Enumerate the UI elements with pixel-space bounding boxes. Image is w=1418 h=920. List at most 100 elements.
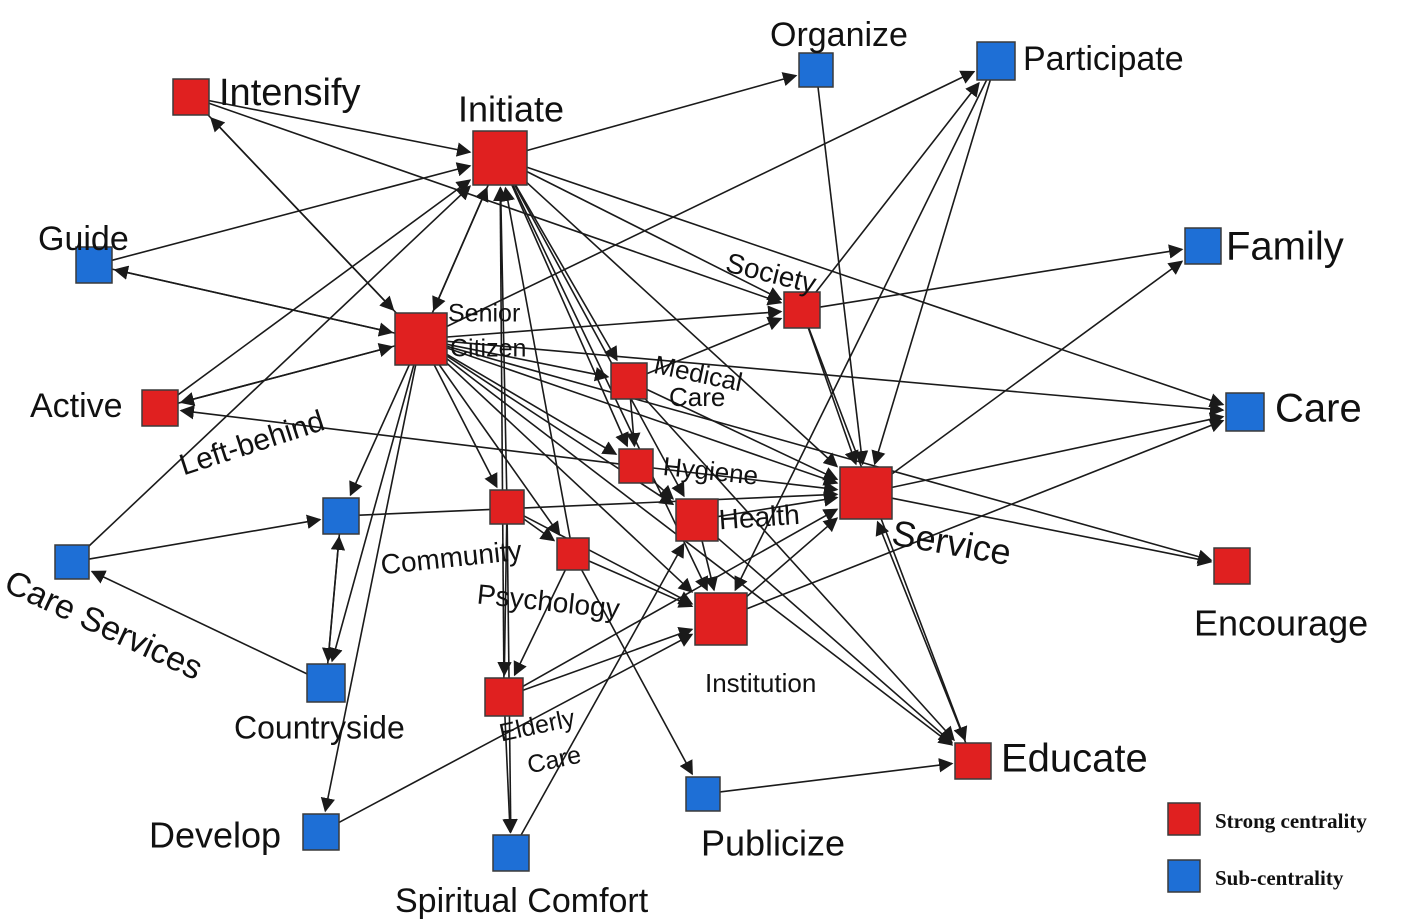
edge-initiate-to-organize	[526, 72, 798, 152]
edge-psychology-to-institution	[588, 560, 694, 608]
edge-hygiene-to-service	[652, 467, 839, 496]
edge-active-to-initiate	[177, 179, 472, 396]
node-intensify[interactable]	[172, 78, 210, 116]
node-organize[interactable]	[798, 52, 834, 88]
edge-hygiene-to-health	[652, 480, 675, 500]
node-active[interactable]	[141, 389, 179, 427]
edge-health-to-institution	[701, 540, 718, 592]
edge-initiate-to-care	[526, 166, 1225, 408]
node-develop[interactable]	[302, 813, 340, 851]
edge-elderlycare-to-service	[522, 508, 839, 687]
node-label-elderlycare-1: Care	[525, 741, 584, 780]
edge-institution-to-service	[746, 517, 839, 598]
edge-senior-to-medical	[446, 343, 610, 382]
edge-initiate-to-service	[526, 182, 839, 468]
node-medical[interactable]	[610, 362, 648, 400]
edge-senior-to-educate	[446, 358, 954, 746]
node-label-participate: Participate	[1023, 40, 1184, 78]
node-label-spiritual: Spiritual Comfort	[395, 882, 649, 920]
node-label-careservices: Care Services	[0, 563, 208, 688]
edge-initiate-to-hygiene	[511, 184, 629, 448]
edge-careservices-to-initiate	[88, 185, 472, 547]
node-hygiene[interactable]	[618, 448, 654, 484]
node-label-organize: Organize	[770, 16, 908, 54]
node-participate[interactable]	[976, 41, 1016, 81]
edge-careservices-to-leftbehind	[88, 514, 322, 560]
node-society[interactable]	[783, 291, 821, 329]
edge-medical-to-society	[646, 316, 783, 375]
edge-spiritual-to-health	[520, 542, 685, 836]
node-label-countryside: Countryside	[234, 709, 405, 745]
edge-service-to-encourage	[891, 497, 1213, 567]
edge-initiate-to-institution	[512, 184, 708, 592]
edge-senior-to-hygiene	[446, 353, 618, 455]
node-label-develop: Develop	[149, 815, 281, 856]
node-label-service: Service	[889, 512, 1014, 573]
edge-senior-to-society	[446, 305, 783, 338]
edge-hygiene-to-active	[179, 405, 620, 465]
edge-health-to-educate	[717, 537, 954, 744]
edge-community-to-initiate	[493, 186, 509, 491]
edge-service-to-care	[891, 412, 1225, 489]
node-label-hygiene: Hygiene	[662, 451, 760, 491]
node-encourage[interactable]	[1213, 547, 1251, 585]
node-label-initiate: Initiate	[458, 89, 564, 130]
node-guide[interactable]	[75, 246, 113, 284]
node-layer	[54, 41, 1265, 872]
edge-institution-to-care	[746, 418, 1225, 610]
legend-sub-label: Sub-centrality	[1215, 866, 1344, 890]
edge-society-to-family	[819, 244, 1184, 308]
node-initiate[interactable]	[472, 130, 528, 186]
edge-initiate-to-health	[513, 184, 685, 498]
legend-strong-label: Strong centrality	[1215, 809, 1367, 833]
node-spiritual[interactable]	[492, 834, 530, 872]
edge-service-to-family	[891, 260, 1184, 475]
edge-senior-to-community	[433, 364, 498, 489]
node-label-medical-1: Care	[669, 382, 725, 412]
legend-sub-swatch	[1167, 859, 1201, 893]
edge-educate-to-service	[875, 520, 967, 744]
edge-publicize-to-educate	[719, 758, 954, 793]
node-label-encourage: Encourage	[1194, 603, 1368, 644]
node-care[interactable]	[1225, 392, 1265, 432]
edge-psychology-to-elderlycare	[513, 569, 567, 677]
node-family[interactable]	[1184, 227, 1222, 265]
node-countryside[interactable]	[306, 663, 346, 703]
edge-initiate-to-society	[526, 170, 783, 301]
edge-leftbehind-to-countryside	[321, 533, 341, 663]
node-educate[interactable]	[954, 742, 992, 780]
node-label-guide: Guide	[38, 220, 129, 258]
node-elderlycare[interactable]	[484, 677, 524, 717]
edge-senior-to-institution	[446, 362, 694, 593]
node-health[interactable]	[675, 498, 719, 542]
edge-organize-to-service	[817, 86, 869, 466]
edge-elderlycare-to-spiritual	[502, 715, 517, 834]
edge-initiate-to-senior	[432, 184, 489, 312]
edge-intensify-to-society	[208, 102, 783, 306]
edge-elderlycare-to-institution	[522, 627, 694, 691]
edge-senior-to-countryside	[328, 364, 415, 663]
node-institution[interactable]	[694, 592, 748, 646]
edge-initiate-to-medical	[514, 184, 618, 362]
node-senior[interactable]	[394, 312, 448, 366]
edge-elderlycare-to-initiate	[493, 186, 508, 679]
edge-society-to-participate	[815, 81, 980, 293]
node-psychology[interactable]	[556, 537, 590, 571]
node-service[interactable]	[839, 466, 893, 520]
node-label-care: Care	[1275, 387, 1362, 431]
node-label-publicize: Publicize	[701, 823, 845, 864]
edge-leftbehind-to-service	[358, 487, 839, 516]
edge-intensify-to-initiate	[208, 99, 472, 157]
edge-senior-to-leftbehind	[349, 364, 410, 497]
node-publicize[interactable]	[685, 776, 721, 812]
node-label-senior-1: Citizen	[450, 335, 526, 363]
node-community[interactable]	[489, 489, 525, 525]
edge-participate-to-institution	[734, 79, 988, 592]
node-label-intensify: Intensify	[219, 72, 361, 114]
node-label-family: Family	[1226, 225, 1344, 269]
node-leftbehind[interactable]	[322, 497, 360, 535]
edge-medical-to-hygiene	[626, 398, 641, 448]
node-careservices[interactable]	[54, 544, 90, 580]
edge-community-to-psychology	[523, 518, 556, 542]
